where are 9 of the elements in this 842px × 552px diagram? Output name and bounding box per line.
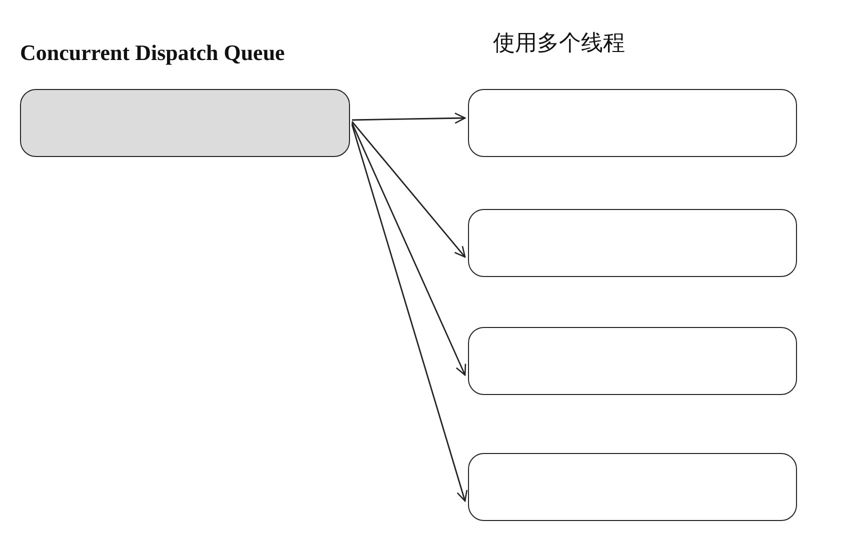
thread-box bbox=[468, 453, 797, 521]
thread-box bbox=[468, 209, 797, 277]
arrow bbox=[351, 122, 466, 376]
thread-box bbox=[468, 327, 797, 395]
box-heading: 使用多个线程 bbox=[493, 30, 625, 58]
arrow bbox=[352, 112, 466, 124]
arrow bbox=[351, 124, 468, 502]
arrow bbox=[351, 121, 466, 258]
box-heading: Concurrent Dispatch Queue bbox=[20, 40, 285, 66]
